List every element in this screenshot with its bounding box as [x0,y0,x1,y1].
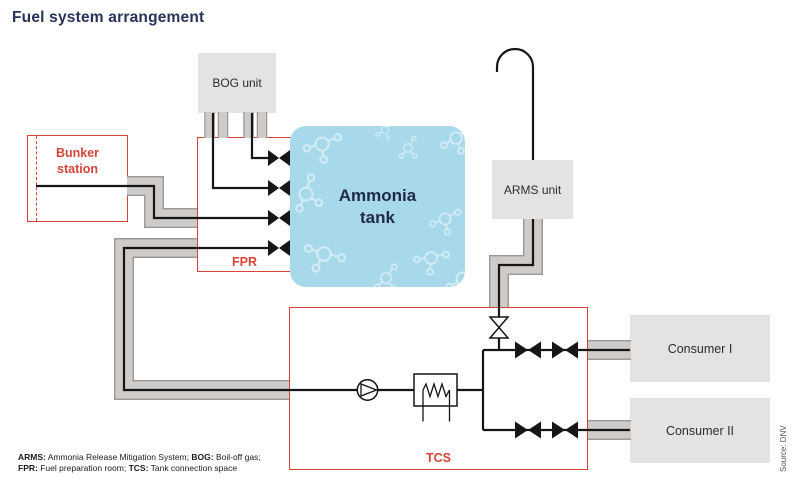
pipe-bunker-to-fpr [127,176,197,228]
tcs-room-box: TCS [289,307,588,470]
bog-unit-box: BOG unit [198,53,276,113]
fpr-label: FPR [232,255,257,269]
arms-unit-box: ARMS unit [492,160,573,219]
consumer-1-box: Consumer I [630,315,770,382]
tank-valves [268,150,290,256]
page-title: Fuel system arrangement [12,9,205,26]
vent-mast-icon [495,47,535,160]
pipe-bog-stubs [204,112,268,138]
consumer-2-label: Consumer II [665,423,735,438]
ammonia-tank: Ammonia tank [290,126,465,287]
valve-icon [515,421,541,439]
consumer-2-box: Consumer II [630,398,770,463]
consumer1-valves [515,341,578,359]
footnote: ARMS: Ammonia Release Mitigation System;… [18,452,261,474]
consumer-1-label: Consumer I [667,341,733,356]
ammonia-tank-label: Ammonia tank [338,186,417,227]
consumer2-valves [515,421,578,439]
line-loop-to-pump [122,246,483,392]
line-bog-a [250,113,268,160]
valve-icon [268,180,290,196]
open-valve-icon [488,316,510,339]
line-arms-riser [497,219,535,318]
bog-unit-label: BOG unit [212,76,262,90]
heat-exchanger-icon [413,373,458,422]
arms-unit-label: ARMS unit [503,182,562,197]
line-bog-b [211,113,268,190]
pipe-fpr-to-tcs-loop [114,238,289,400]
ship-side-dashed-line [36,136,37,221]
line-bunker-to-valve [36,184,268,220]
valve-icon [515,341,541,359]
valve-icon [552,421,578,439]
valve-icon [268,150,290,166]
valve-icon [268,240,290,256]
process-lines [36,113,630,432]
bunker-station-label: Bunker station [55,146,100,177]
pump-icon [356,379,379,401]
tcs-label: TCS [426,451,451,465]
pipe-arms-to-tcs [489,219,543,307]
bunker-station-box: Bunker station [27,135,128,222]
valve-icon [552,341,578,359]
valve-icon [268,210,290,226]
